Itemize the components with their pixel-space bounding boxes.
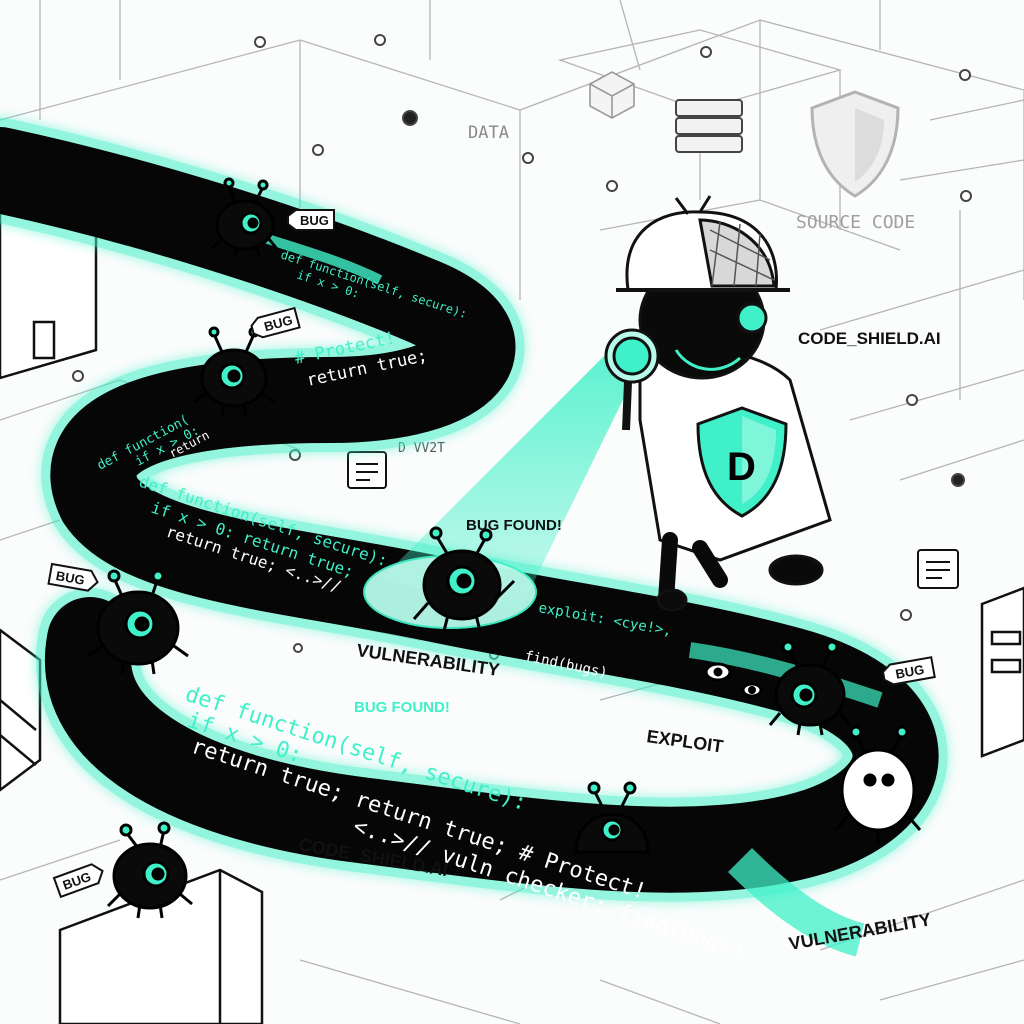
bug-tag: BUG — [250, 306, 301, 339]
database-icon — [675, 99, 743, 153]
bug-tag: BUG — [287, 209, 335, 231]
bug-tag-label: BUG — [262, 312, 294, 334]
bug-tag-label: BUG — [894, 662, 925, 682]
bug-tag-label: BUG — [300, 213, 329, 228]
bottom-left-block — [58, 868, 264, 1024]
shield-letter: D — [727, 445, 756, 489]
bug-tag: BUG — [881, 656, 936, 686]
document-icon-left — [347, 451, 387, 489]
bug-tag: BUG — [52, 863, 104, 899]
bug-creatures — [87, 177, 922, 919]
bug-found-label-bottom: BUG FOUND! — [354, 699, 450, 716]
bug-icon — [193, 326, 275, 417]
brand-label-top: CODE_SHIELD.AI — [798, 329, 941, 348]
right-server-rack — [980, 586, 1024, 758]
bug-icon — [834, 725, 922, 844]
bug-tags: BUG BUG BUG BUG BUG — [47, 209, 936, 899]
bug-icon — [741, 682, 763, 698]
bug-tag: BUG — [47, 562, 99, 592]
bug-found-label-top: BUG FOUND! — [466, 517, 562, 534]
package-icon — [589, 71, 635, 119]
exploit-label: EXPLOIT — [645, 726, 724, 757]
bug-icon — [209, 177, 279, 258]
detective-character — [604, 195, 832, 612]
left-server-rack — [0, 628, 42, 792]
bug-icon — [106, 821, 193, 919]
shield-icon — [810, 90, 900, 198]
bug-icon — [412, 526, 516, 632]
bug-icon — [87, 569, 189, 675]
data-label: DATA — [468, 123, 509, 143]
bug-icon — [704, 662, 732, 682]
source-code-label: SOURCE CODE — [796, 212, 915, 233]
document-icon-right — [917, 549, 959, 589]
bug-icon — [574, 781, 650, 854]
bug-icon — [768, 640, 852, 736]
scan-beam — [380, 350, 640, 610]
bug-tag-label: BUG — [55, 568, 86, 588]
